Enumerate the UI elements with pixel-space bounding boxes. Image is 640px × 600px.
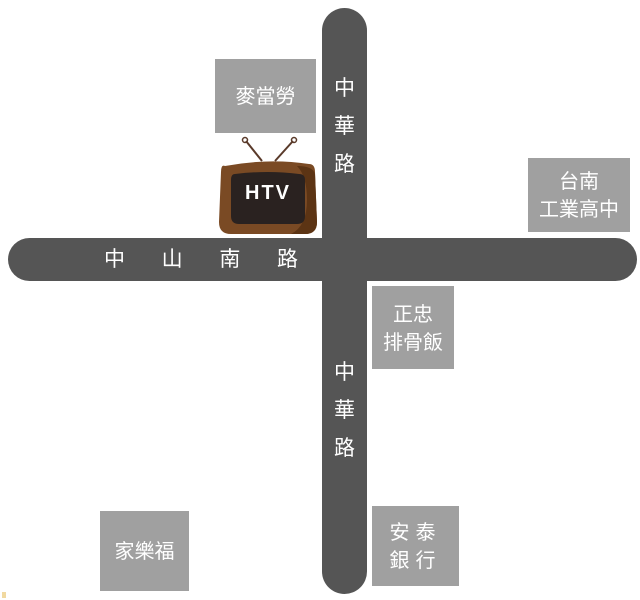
landmark-tainan-industrial-high-school: 台南 工業高中 xyxy=(528,158,630,232)
road-label-char: 中 xyxy=(334,360,355,384)
htv-location-marker: HTV xyxy=(217,136,319,238)
landmark-label: 安泰 xyxy=(389,520,442,544)
road-label-zhongshan-south: 中 山 南 路 xyxy=(104,247,314,271)
landmark-label: 家樂福 xyxy=(114,539,175,563)
landmark-label: 工業高中 xyxy=(539,197,619,221)
tv-icon xyxy=(219,136,317,234)
htv-label: HTV xyxy=(245,182,291,204)
landmark-bank: 安泰 銀行 xyxy=(372,506,459,586)
landmark-carrefour: 家樂福 xyxy=(100,511,189,591)
landmark-label: 台南 xyxy=(559,169,599,193)
landmark-label: 排骨飯 xyxy=(383,329,443,354)
road-zhonghua xyxy=(322,8,367,594)
landmark-label: 銀行 xyxy=(389,548,442,572)
landmark-pork-chop-rice: 正忠 排骨飯 xyxy=(372,286,454,369)
road-label-char: 華 xyxy=(334,114,355,138)
decorative-artifact xyxy=(2,592,6,598)
landmark-label: 正忠 xyxy=(393,301,433,326)
road-label-zhonghua-south: 中 華 路 xyxy=(322,353,367,467)
landmark-label: 麥當勞 xyxy=(235,84,296,108)
road-label-char: 中 xyxy=(334,76,355,100)
road-label-char: 路 xyxy=(334,436,355,460)
road-label-zhonghua-north: 中 華 路 xyxy=(322,69,367,183)
road-label-char: 路 xyxy=(334,152,355,176)
road-label-char: 華 xyxy=(334,398,355,422)
landmark-mcdonalds: 麥當勞 xyxy=(215,59,316,133)
